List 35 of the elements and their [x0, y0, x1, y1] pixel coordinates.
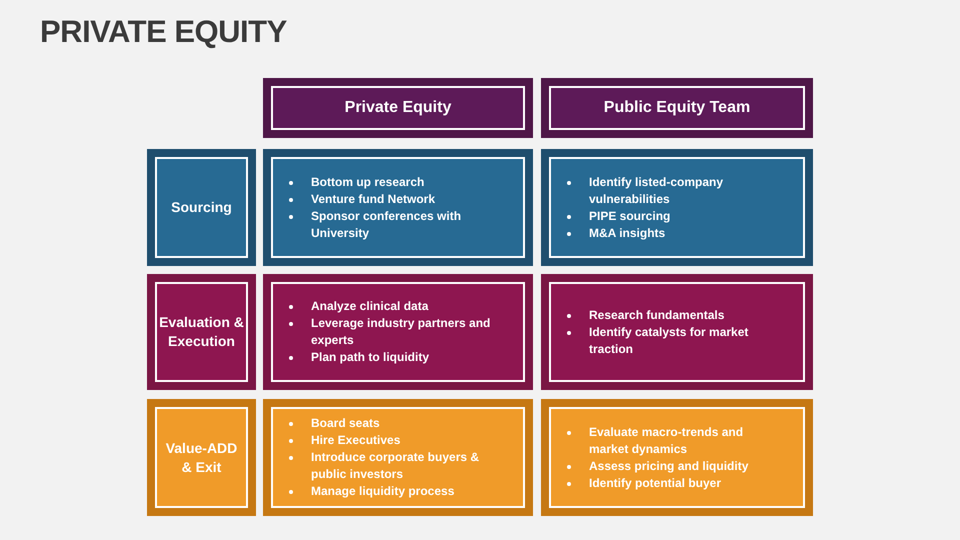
bullet-item: Identify potential buyer: [589, 474, 722, 492]
content-cell: [541, 399, 813, 516]
bullet-item: Board seats: [311, 415, 380, 432]
bullet-item: M&A insights: [589, 224, 666, 242]
bullet-item: Hire Executives: [311, 432, 400, 449]
cell-heading: Private Equity: [344, 98, 452, 118]
row-header: [147, 399, 256, 516]
page-title: PRIVATE EQUITY: [40, 14, 287, 50]
content-cell: [541, 274, 813, 390]
cell-heading: Sourcing: [171, 198, 232, 217]
bullet-item: Plan path to liquidity: [311, 349, 429, 366]
bullet-item: Assess pricing and liquidity: [589, 458, 748, 474]
bullet-item: Evaluate macro-trends and market dynamics: [589, 424, 744, 458]
cell-heading: Value-ADD & Exit: [164, 438, 238, 476]
cell-heading: Evaluation & Execution: [159, 313, 244, 351]
bullet-item: Sponsor conferences with University: [311, 208, 462, 242]
bullet-item: Identify listed-company vulnerabilities: [589, 174, 724, 208]
bullet-item: Research fundamentals: [589, 306, 724, 324]
column-header: [541, 78, 813, 138]
cell-heading: Public Equity Team: [604, 98, 750, 118]
bullet-item: Bottom up research: [311, 174, 424, 190]
content-cell: [263, 274, 533, 390]
bullet-item: Analyze clinical data: [311, 298, 428, 315]
row-header: [147, 149, 256, 266]
row-header: [147, 274, 256, 390]
bullet-item: Manage liquidity process: [311, 483, 454, 500]
bullet-item: Identify catalysts for market traction: [589, 324, 750, 358]
bullet-item: Introduce corporate buyers & public investors: [311, 449, 480, 483]
content-cell: [541, 149, 813, 266]
bullet-item: Leverage industry partners and experts: [311, 315, 492, 349]
content-cell: [263, 399, 533, 516]
content-cell: [263, 149, 533, 266]
column-header: [263, 78, 533, 138]
bullet-item: Venture fund Network: [311, 190, 436, 208]
bullet-item: PIPE sourcing: [589, 208, 670, 224]
